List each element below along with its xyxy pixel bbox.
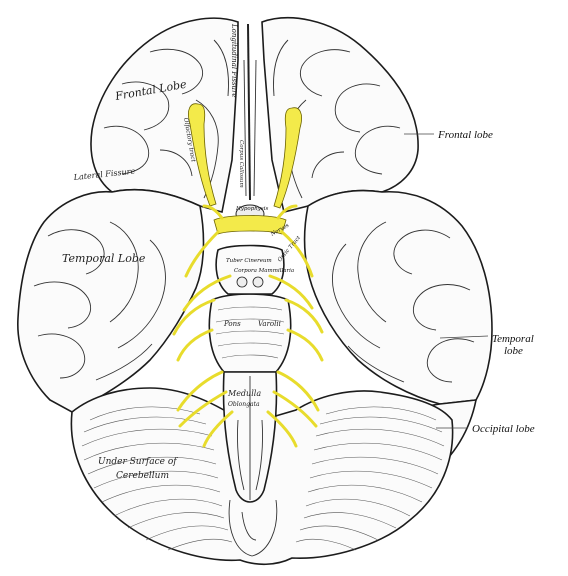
trochlear-nerve-right (284, 298, 324, 334)
longitudinal-fissure (247, 23, 251, 201)
label-longitudinal-fissure: Longitudinal Fissure (230, 23, 238, 98)
olfactory-tract-left (188, 103, 217, 207)
temporal-lobe-left (17, 188, 205, 413)
trochlear-nerve-left (172, 298, 216, 336)
hypoglossal-nerve-right (266, 410, 298, 448)
vagus-nerve-right (272, 390, 318, 428)
label-under-surface: Under Surface of (98, 457, 178, 467)
oculomotor-nerve-right (268, 274, 314, 310)
label-corpus-callosum: Corpus Callosum (238, 140, 244, 188)
label-corpora-mammillaria: Corpora Mammillaria (234, 268, 294, 274)
cranial-nerves (172, 103, 324, 448)
frontal-lobe-left (90, 17, 239, 213)
label-varolii: Varolii (258, 320, 281, 328)
olfactory-tract-right (273, 107, 302, 209)
oculomotor-nerve-left (182, 274, 232, 312)
callout-occipital-lobe: Occipital lobe (472, 423, 535, 435)
label-oblongata: Oblongata (228, 401, 260, 408)
trigeminal-nerve-left (176, 328, 214, 362)
label-medulla: Medulla (227, 389, 261, 398)
label-cerebellum: Cerebellum (116, 471, 169, 481)
hypoglossal-nerve-left (202, 410, 234, 448)
mammillary-body-right (252, 276, 264, 288)
label-hypophysis: Hypophysis (235, 206, 268, 212)
trigeminal-nerve-right (286, 328, 324, 362)
callouts: Frontal lobe Temporal lobe Occipital lob… (404, 129, 535, 435)
facial-nerve-right (276, 370, 320, 412)
optic-nerve-right (276, 204, 298, 220)
leader-temporal (439, 335, 489, 339)
label-tuber-cinereum: Tuber Cinereum (226, 258, 272, 264)
mammillary-body-left (236, 276, 248, 288)
optic-nerve-left (202, 204, 224, 220)
callout-frontal-lobe: Frontal lobe (437, 129, 493, 141)
callout-temporal-line1: Temporal (492, 333, 534, 345)
brainstem (208, 293, 292, 503)
facial-nerve-left (176, 370, 224, 412)
temporal-lobe-right (303, 189, 493, 405)
optic-chiasm (213, 215, 287, 235)
cerebellar-folia (81, 406, 445, 551)
label-pons: Pons (223, 320, 241, 328)
optic-tract-left (184, 230, 220, 278)
optic-tract-right (280, 230, 314, 278)
vagus-nerve-left (178, 390, 228, 428)
label-temporal-lobe-engraved: Temporal Lobe (62, 252, 146, 265)
callout-temporal-line2: lobe (504, 345, 523, 357)
